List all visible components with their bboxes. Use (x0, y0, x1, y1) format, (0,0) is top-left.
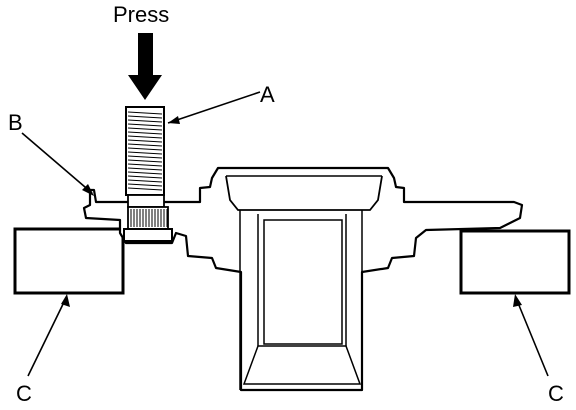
callout-c-left-arrow-icon (61, 294, 70, 307)
callout-b-label: B (8, 110, 23, 135)
callout-a-arrow-icon (168, 116, 180, 124)
callout-b-leader (21, 132, 93, 194)
hub-inner-recess (263, 219, 343, 345)
wheel-stud (123, 106, 173, 242)
callout-c-left-leader (27, 297, 67, 377)
callout-c-left-label: C (16, 381, 32, 406)
callout-a-leader (167, 91, 261, 124)
callout-a-label: A (260, 82, 275, 107)
wheel-hub-outline (82, 166, 524, 392)
left-support-block (13, 227, 125, 295)
press-label: Press (113, 2, 169, 27)
right-support-block (459, 229, 571, 295)
callout-b-arrow-icon (82, 184, 94, 196)
callout-c-right-arrow-icon (513, 294, 522, 307)
hub-bore-top (225, 175, 383, 211)
callout-c-right-label: C (548, 381, 564, 406)
hub-bottom-chamfer (242, 345, 362, 385)
callout-c-right-leader (515, 297, 549, 377)
press-arrow-icon (128, 33, 162, 100)
